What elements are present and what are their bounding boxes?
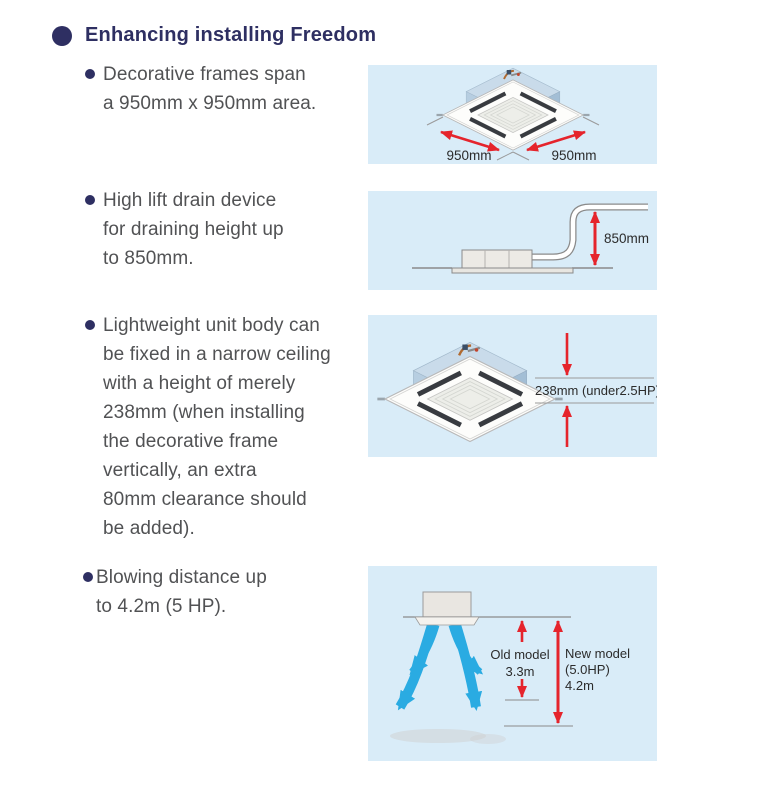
label-old-model: Old model <box>490 647 549 662</box>
dimension-arrow-950-right <box>526 130 586 152</box>
label-950mm-left: 950mm <box>446 148 491 163</box>
diagram-unit-height: 238mm (under2.5HP) <box>368 315 657 457</box>
bullet-icon <box>85 320 95 330</box>
label-new-hp: (5.0HP) <box>565 662 610 677</box>
bullet-icon <box>83 572 93 582</box>
feature-text-drain-device: High lift drain device for draining heig… <box>103 190 284 269</box>
feature-drain-device: High lift drain device for draining heig… <box>85 186 284 273</box>
blowing-distance-diagram: Old model 3.3m New model (5.0HP) 4.2m <box>390 591 630 744</box>
section-title: Enhancing installing Freedom <box>85 24 377 46</box>
feature-text-lightweight-body: Lightweight unit body can be fixed in a … <box>103 315 331 539</box>
diagram-drain-height: 850mm <box>368 191 657 290</box>
drain-pipe <box>530 203 648 261</box>
unit-body-side <box>422 591 472 618</box>
label-850mm: 850mm <box>604 231 649 246</box>
label-old-value: 3.3m <box>506 664 535 679</box>
drain-850-diagram: 850mm <box>412 203 649 274</box>
height-238-diagram: 238mm (under2.5HP) <box>368 333 657 447</box>
airflow-arrows <box>395 623 484 711</box>
diagram-blowing-distance: Old model 3.3m New model (5.0HP) 4.2m <box>368 566 657 761</box>
diagram-decorative-frame: 950mm 950mm <box>368 65 657 164</box>
airflow-shadow <box>390 729 486 743</box>
label-950mm-right: 950mm <box>551 148 596 163</box>
section-header: Enhancing installing Freedom <box>52 24 376 47</box>
bullet-icon <box>85 195 95 205</box>
dimension-extension-lines <box>535 377 654 404</box>
feature-blowing-distance: Blowing distance up to 4.2m (5 HP). <box>83 563 267 621</box>
dimension-arrow-950-left <box>440 130 500 152</box>
label-new-model: New model <box>565 646 630 661</box>
decorative-panel-side <box>451 267 574 274</box>
feature-lightweight-body: Lightweight unit body can be fixed in a … <box>85 311 331 543</box>
bullet-icon <box>85 69 95 79</box>
airflow-shadow <box>470 734 506 744</box>
feature-text-decorative-frames: Decorative frames span a 950mm x 950mm a… <box>103 64 317 114</box>
feature-decorative-frames: Decorative frames span a 950mm x 950mm a… <box>85 60 316 118</box>
unit-body-side <box>461 249 533 270</box>
section-bullet-icon <box>52 25 72 46</box>
label-238mm: 238mm (under2.5HP) <box>535 383 657 398</box>
decorative-panel-side <box>414 616 480 626</box>
cassette-950-diagram: 950mm 950mm <box>426 65 600 163</box>
label-new-value: 4.2m <box>565 678 594 693</box>
feature-text-blowing-distance: Blowing distance up to 4.2m (5 HP). <box>96 567 267 617</box>
dimension-extension-lines <box>426 116 600 161</box>
